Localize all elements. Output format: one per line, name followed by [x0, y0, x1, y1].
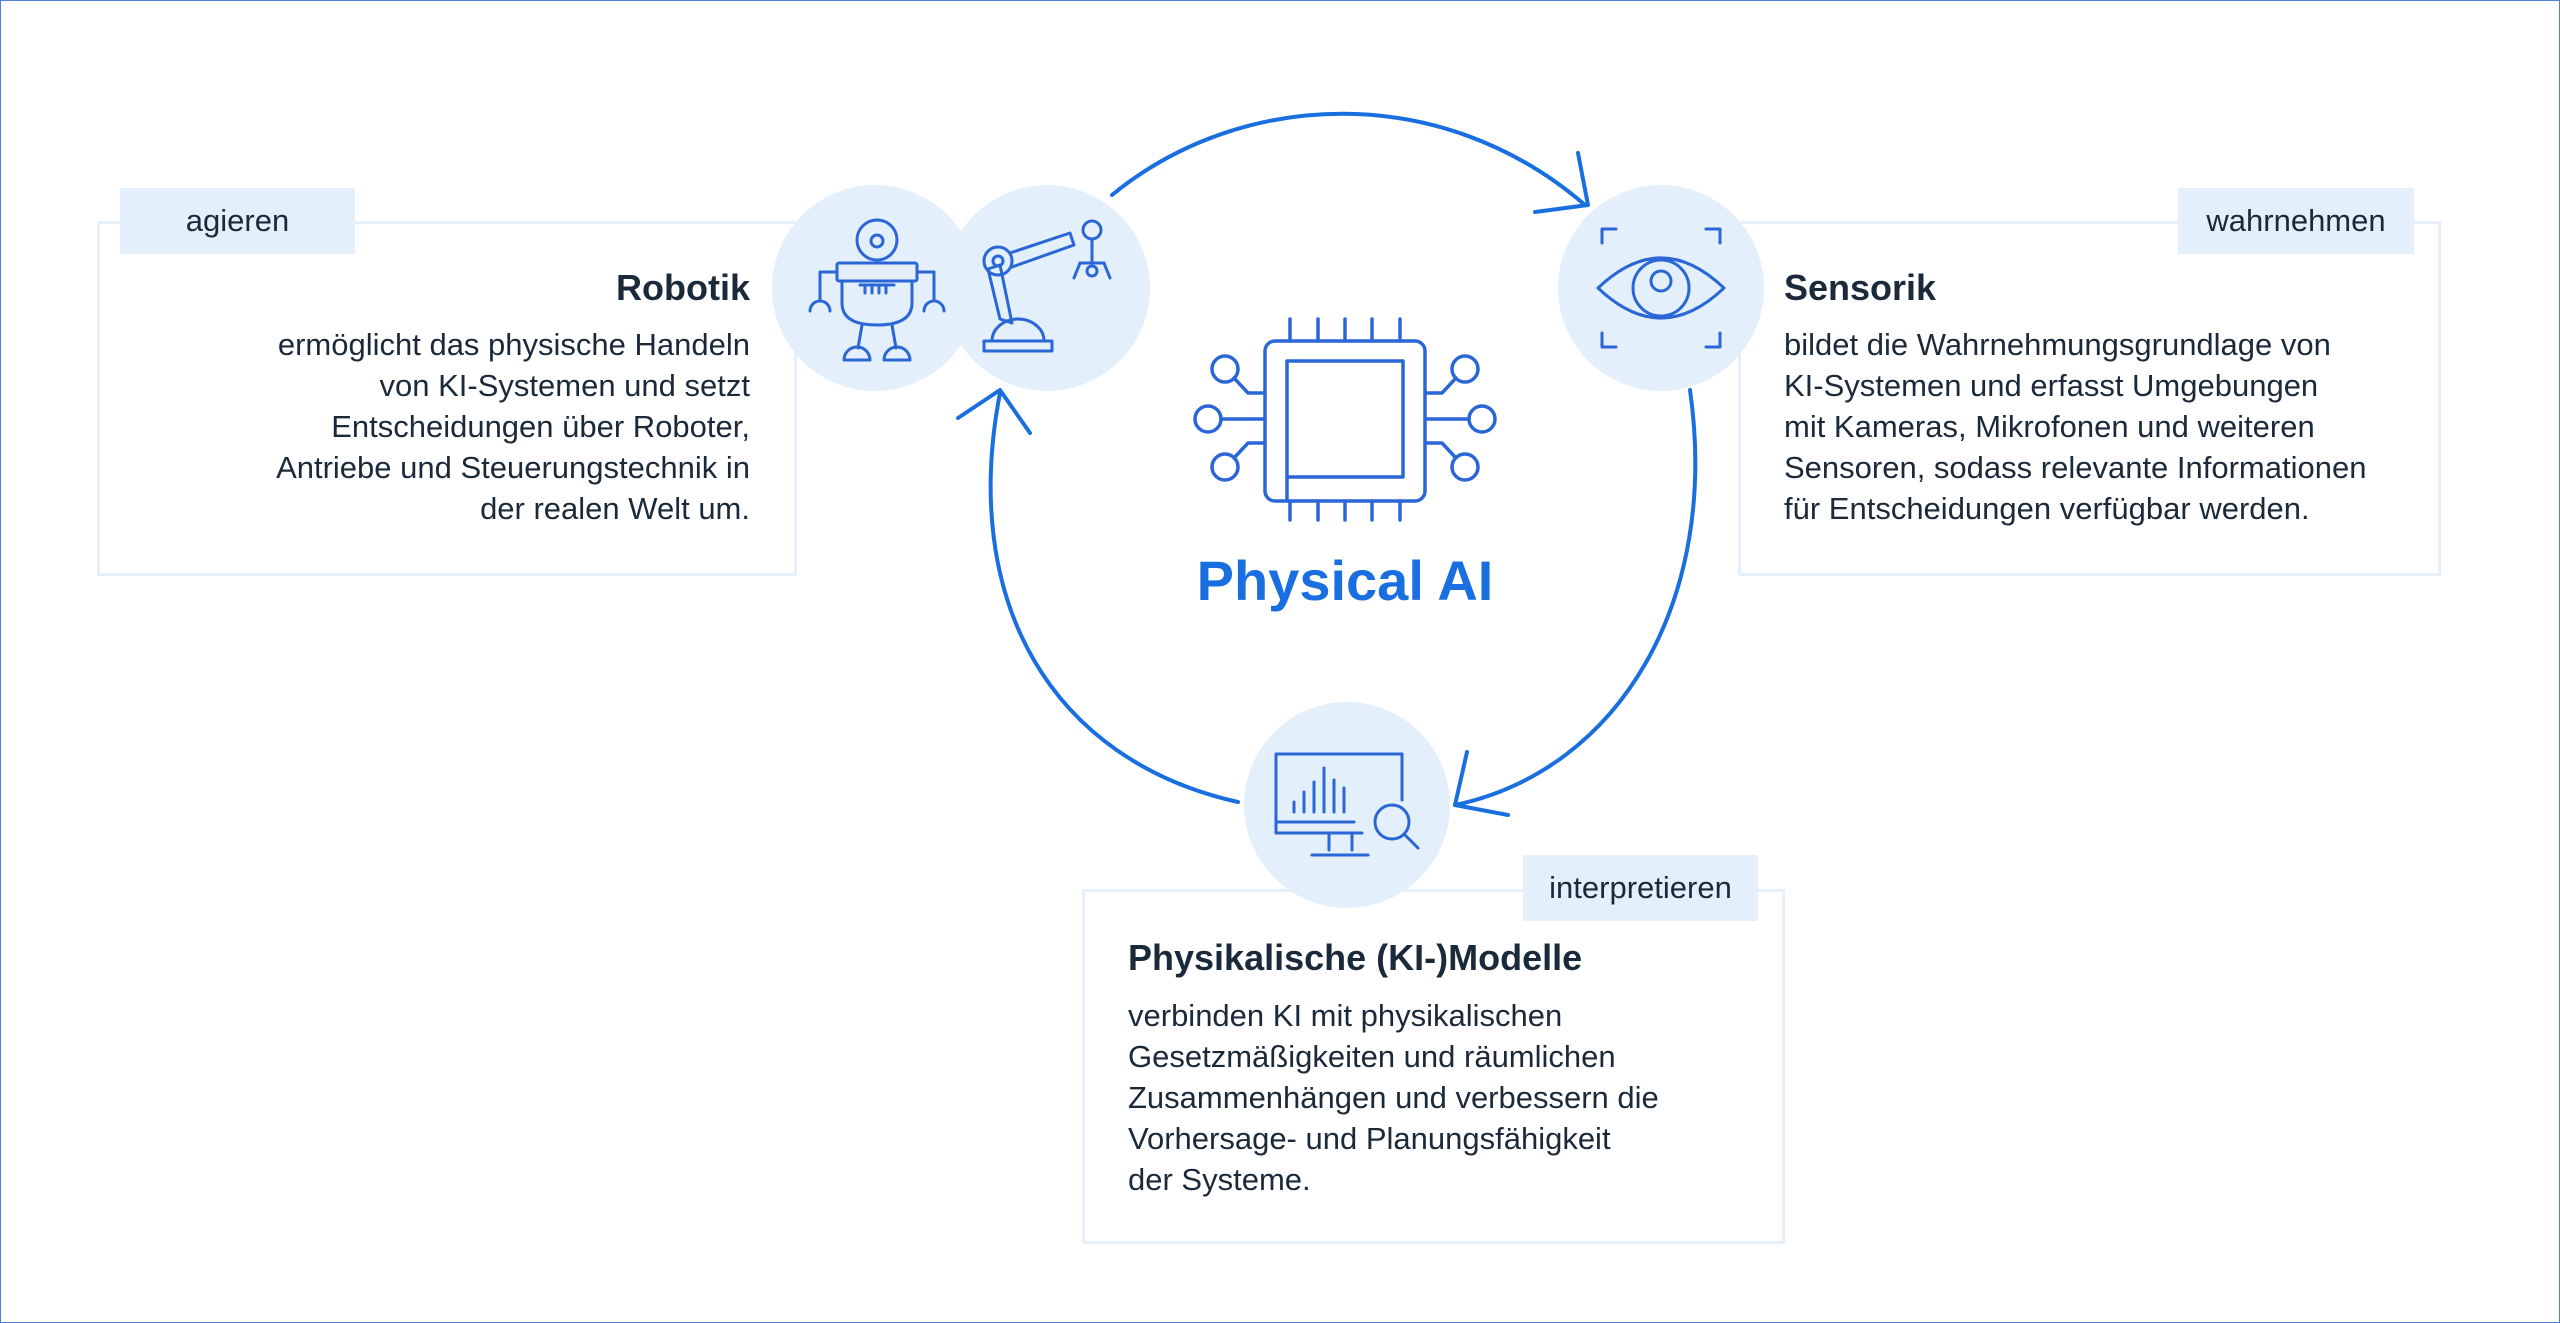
- robotik-title: Robotik: [616, 267, 750, 308]
- robotik-tag: agieren: [120, 188, 355, 254]
- modelle-text-line: verbinden KI mit physikalischen: [1128, 998, 1563, 1033]
- arrow-robotik-to-sensorik: [1110, 111, 1587, 207]
- monitor-chart-icon: [1244, 702, 1450, 908]
- sensorik-text-line: bildet die Wahrnehmungsgrundlage von: [1784, 327, 2331, 362]
- sensorik-text-line: mit Kameras, Mikrofonen und weiteren: [1784, 409, 2315, 444]
- robotik-text-line: Entscheidungen über Roboter,: [331, 409, 750, 444]
- robotik-card: [97, 221, 797, 576]
- sensorik-text-line: Sensoren, sodass relevante Informationen: [1784, 450, 2367, 485]
- robotik-text-line: der realen Welt um.: [480, 491, 750, 526]
- arrow-modelle-to-robotik: [988, 391, 1240, 804]
- modelle-title: Physikalische (KI-)Modelle: [1128, 937, 1583, 978]
- center-title: Physical AI: [1196, 549, 1494, 612]
- arrow-sensorik-to-modelle: [1453, 388, 1698, 807]
- robot-arm-icon: [944, 185, 1150, 391]
- sensorik-title: Sensorik: [1784, 267, 1937, 308]
- arrowhead-sensorik: [1533, 151, 1590, 214]
- eye-scan-icon: [1558, 185, 1764, 391]
- robotik-text-line: von KI-Systemen und setzt: [379, 368, 750, 403]
- sensorik-text: bildet die Wahrnehmungsgrundlage von KI-…: [1784, 324, 2414, 529]
- modelle-tag: interpretieren: [1523, 855, 1758, 921]
- sensorik-tag: wahrnehmen: [2178, 188, 2414, 254]
- modelle-text-line: Zusammenhängen und verbessern die: [1128, 1080, 1659, 1115]
- arrowhead-robotik: [956, 388, 1032, 435]
- modelle-text-line: Vorhersage- und Planungsfähigkeit: [1128, 1121, 1611, 1156]
- modelle-text: verbinden KI mit physikalischen Gesetzmä…: [1128, 995, 1728, 1200]
- arrowhead-modelle: [1453, 750, 1510, 817]
- modelle-card: [1082, 889, 1785, 1244]
- robotik-text-line: ermöglicht das physische Handeln: [277, 327, 750, 362]
- robotik-text-line: Antriebe und Steuerungstechnik in: [276, 450, 750, 485]
- sensorik-card: [1738, 221, 2441, 576]
- robotik-text: ermöglicht das physische Handeln von KI-…: [190, 324, 750, 529]
- sensorik-text-line: für Entscheidungen verfügbar werden.: [1784, 491, 2310, 526]
- chip-icon: [1193, 317, 1497, 522]
- modelle-text-line: der Systeme.: [1128, 1162, 1311, 1197]
- modelle-text-line: Gesetzmäßigkeiten und räumlichen: [1128, 1039, 1616, 1074]
- sensorik-text-line: KI-Systemen und erfasst Umgebungen: [1784, 368, 2319, 403]
- robot-icon: [772, 185, 978, 391]
